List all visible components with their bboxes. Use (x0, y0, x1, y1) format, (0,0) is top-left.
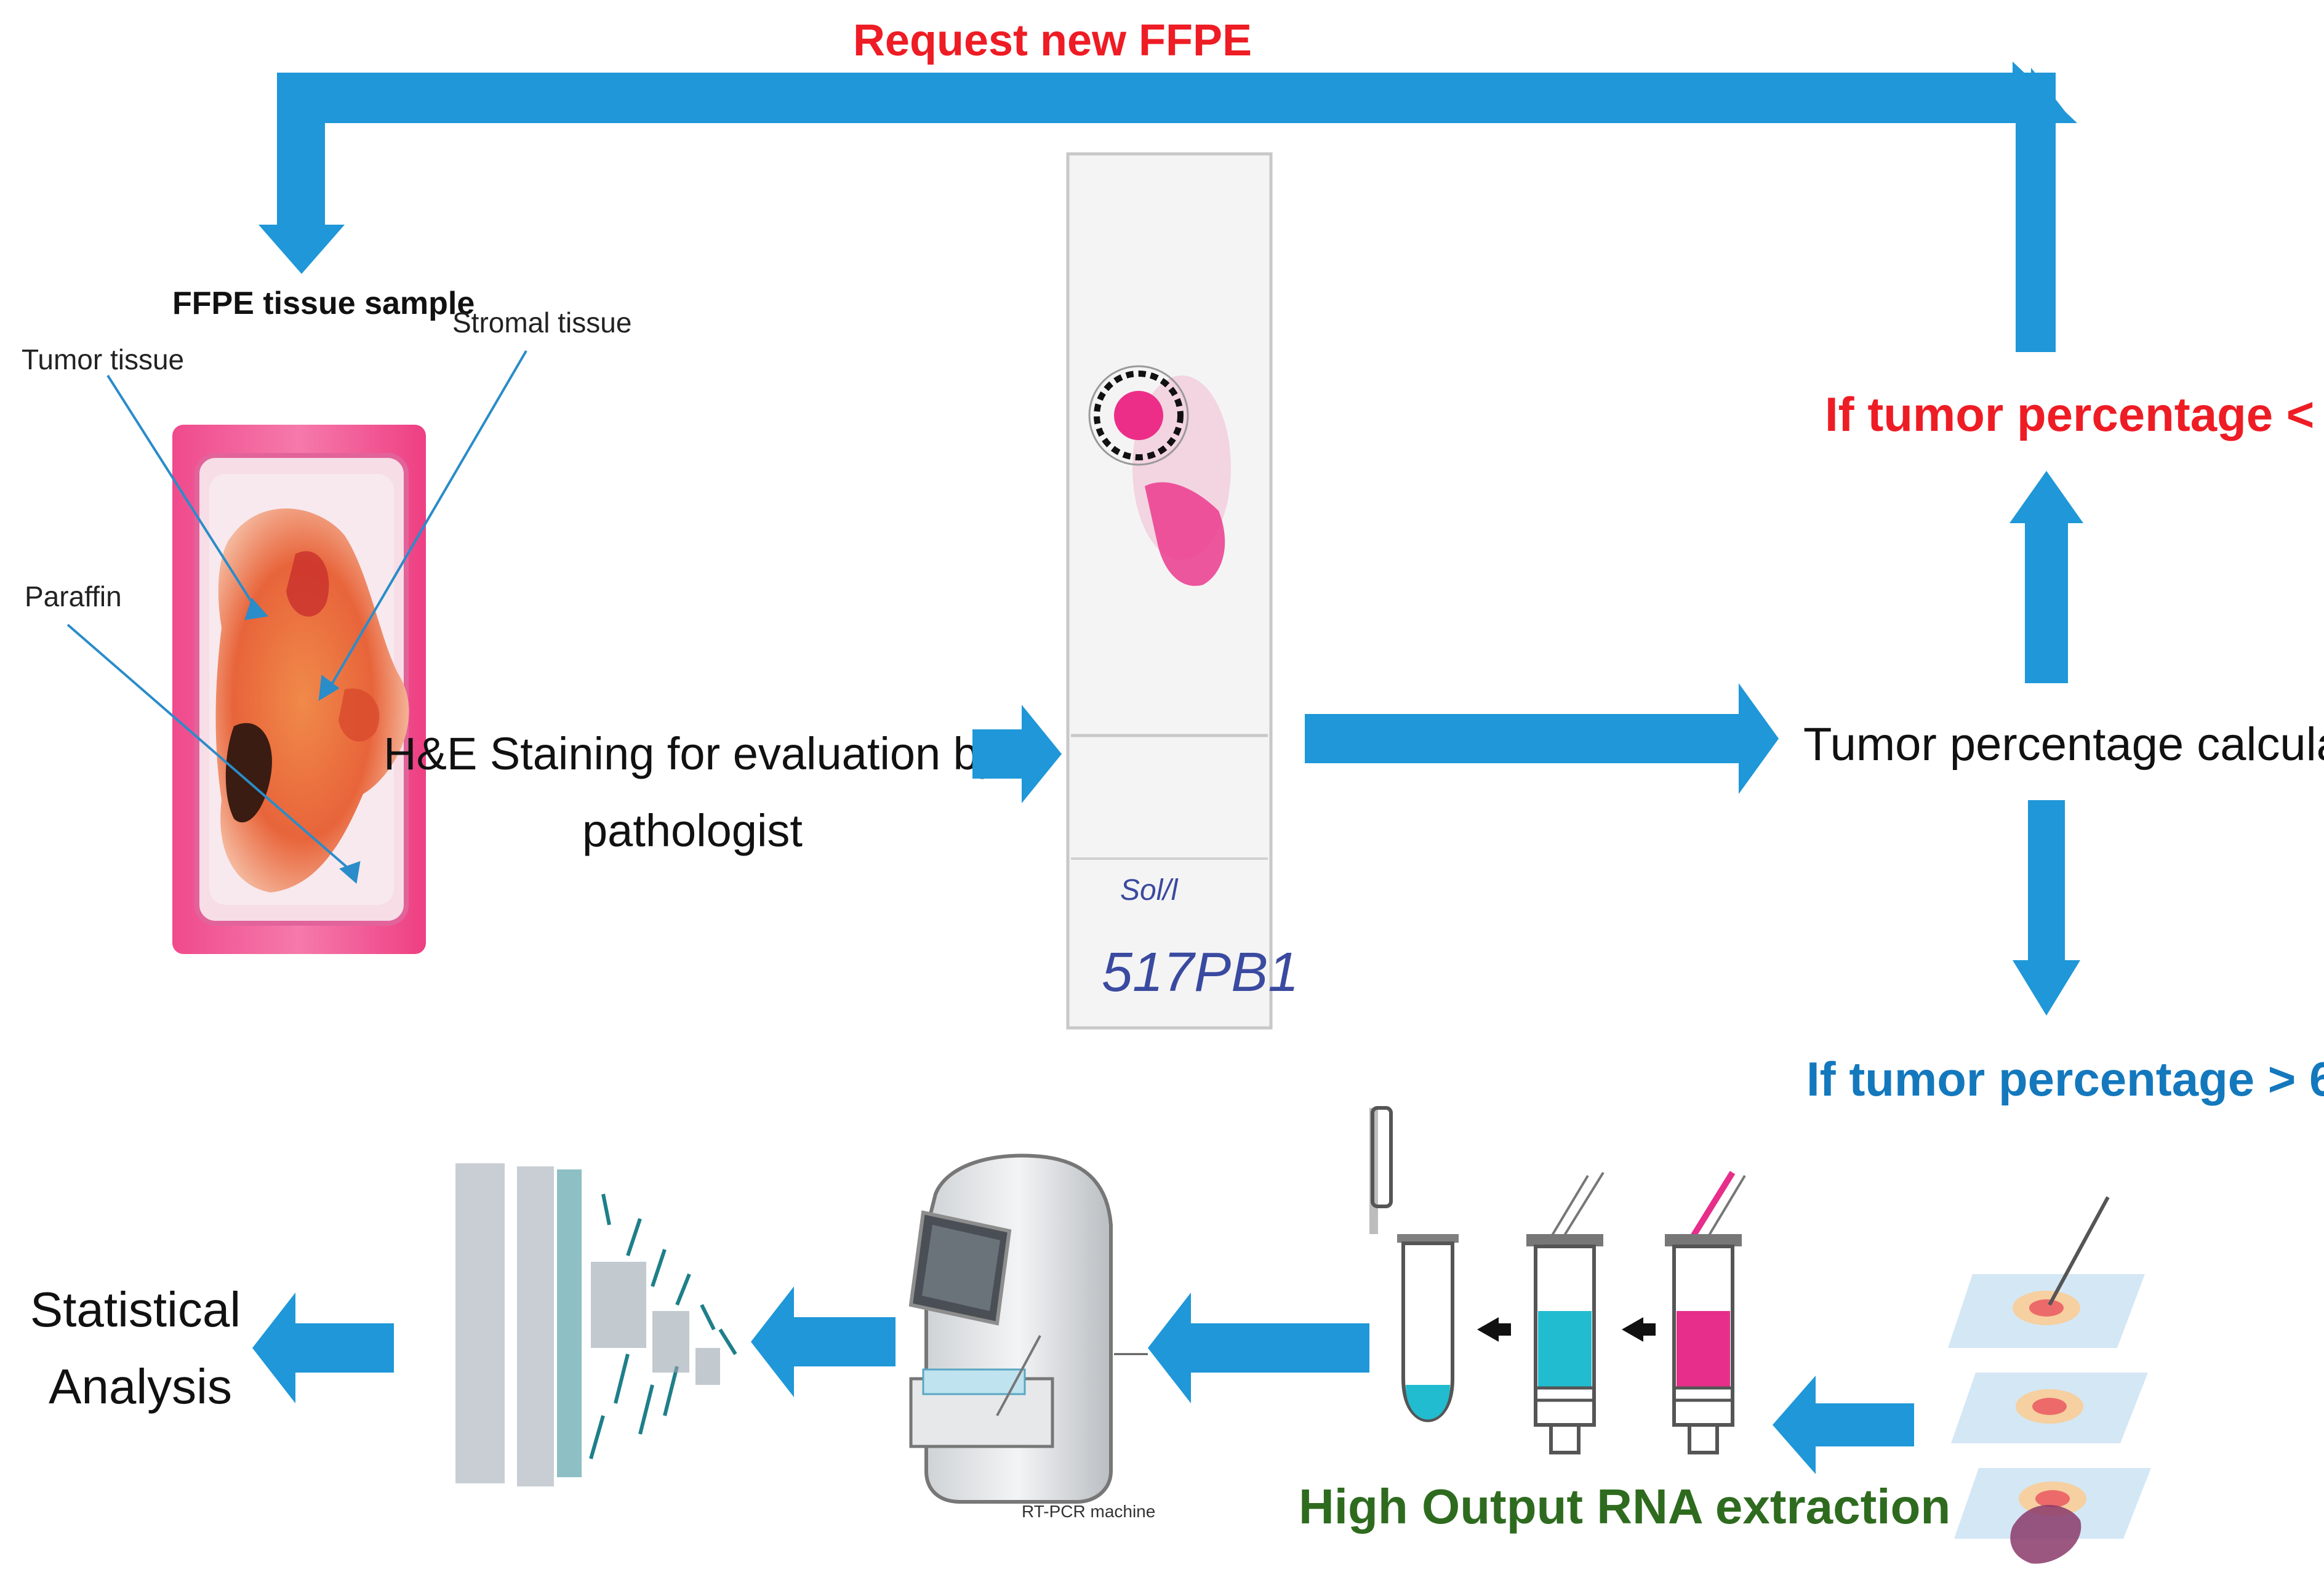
arrow-down-to-greater-than (2013, 800, 2080, 1016)
if-less-than-60-label: If tumor percentage < 60 % (1825, 387, 2324, 441)
arrow-to-tumor-calculation (1305, 683, 1779, 794)
rtpcr-machine-image (908, 1153, 1113, 1504)
tumor-tissue-label: Tumor tissue (22, 343, 184, 375)
he-staining-label-line2: pathologist (582, 805, 803, 856)
he-slide-image (1066, 152, 1273, 1030)
ffpe-tissue-block-image (172, 425, 426, 954)
slide-label-2: 517PB1 (1102, 942, 1299, 1003)
ffpe-pointer-lines (66, 350, 527, 884)
request-new-ffpe-arrow (258, 62, 2077, 352)
data-output-image (455, 1163, 737, 1486)
arrow-to-data (751, 1286, 896, 1397)
request-new-ffpe-label: Request new FFPE (853, 16, 1252, 65)
rna-extraction-label: High Output RNA extraction (1299, 1479, 1950, 1534)
tissue-sections-image (1948, 1196, 2151, 1564)
arrow-to-statistical-analysis (252, 1293, 394, 1403)
slide-label-1: Sol/l (1120, 874, 1179, 907)
arrow-to-slide (972, 705, 1062, 803)
stromal-tissue-label: Stromal tissue (452, 307, 631, 339)
arrow-to-rna-extraction (1773, 1376, 1914, 1474)
tumor-calculation-label: Tumor percentage calculation (1803, 718, 2324, 771)
statistical-analysis-line2: Analysis (49, 1359, 232, 1414)
statistical-analysis-line1: Statistical (30, 1282, 241, 1337)
if-greater-than-60-label: If tumor percentage > 60 % (1806, 1052, 2324, 1106)
paraffin-label: Paraffin (25, 580, 122, 612)
rtpcr-machine-label: RT-PCR machine (1022, 1502, 1155, 1521)
ffpe-sample-label: FFPE tissue sample (172, 286, 475, 321)
arrow-up-to-less-than (2009, 471, 2083, 683)
arrow-to-rtpcr (1148, 1293, 1369, 1403)
rna-tubes-image (1369, 1106, 1746, 1454)
he-staining-label-line1: H&E Staining for evaluation by (383, 728, 1001, 779)
